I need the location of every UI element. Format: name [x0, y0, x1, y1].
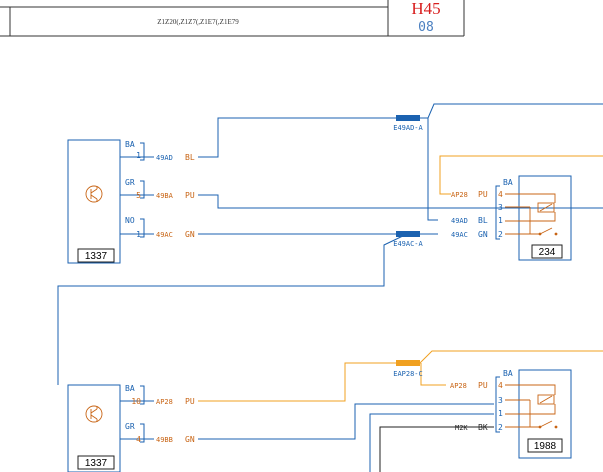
relay-top-connector-color: BA — [503, 178, 513, 187]
wire-49ad — [198, 117, 438, 221]
relay-top-pin4-wire: PU — [478, 190, 488, 199]
module-top-pin1-color: BA — [125, 140, 135, 149]
wire-ap28-top — [439, 155, 603, 195]
relay-bottom-1988: 1988 BA AP28 PU 4 3 1 M2K BK 2 — [450, 369, 572, 459]
relay-bottom-pin2-num: 2 — [498, 423, 503, 432]
splice-e49ad-marker — [396, 115, 420, 121]
affected-codes-list: Z1Z20(,Z1Z7(,Z1E7(,Z1E79 — [157, 18, 239, 26]
splice-e49ac-label: E49AC-A — [393, 240, 423, 248]
wire-49ba — [198, 194, 603, 209]
module-top-pin2-circuit: 49BA — [156, 192, 174, 200]
relay-bottom-pin2-wire: BK — [478, 423, 488, 432]
relay-coil-icon — [537, 394, 555, 405]
transistor-icon — [85, 185, 103, 203]
relay-top-pin2-num: 2 — [498, 230, 503, 239]
diagram-subcode: 08 — [418, 20, 434, 35]
module-top-pin1-num: 1 — [136, 151, 141, 160]
module-top-id: 1337 — [85, 251, 108, 262]
relay-top-pin1-wire: BL — [478, 216, 488, 225]
splice-e49ad-label: E49AD-A — [393, 124, 423, 132]
module-bottom-pin1-num: 10 — [131, 397, 141, 406]
module-top-pin3-wire: GN — [185, 230, 195, 239]
wire-e49ad-branch — [427, 103, 603, 119]
wire-relay-bottom-pin1 — [369, 413, 494, 472]
splice-eap28-label: EAP28-C — [393, 370, 423, 378]
relay-coil-icon — [537, 202, 555, 213]
module-top-pin3-num: 1 — [136, 230, 141, 239]
relay-top-pin4-num: 4 — [498, 190, 503, 199]
module-bottom-pin2-color: GR — [125, 422, 135, 431]
transistor-icon — [85, 405, 103, 423]
relay-bottom-pin3-num: 3 — [498, 396, 503, 405]
module-bottom-pin2-wire: GN — [185, 435, 195, 444]
relay-top-pin2-wire: GN — [478, 230, 488, 239]
module-top-pin2-color: GR — [125, 178, 135, 187]
module-top-pin2-wire: PU — [185, 191, 195, 200]
module-bottom-1337: 1337 BA 10 AP28 PU GR 4 49BB GN — [67, 384, 195, 472]
relay-bottom-pin4-circuit: AP28 — [450, 382, 467, 390]
relay-bottom-pin4-num: 4 — [498, 381, 503, 390]
relay-top-234: 234 BA AP28 PU 4 3 49AD BL 1 49AC GN 2 — [451, 175, 572, 261]
relay-switch-icon — [539, 420, 553, 428]
wire-49bb — [198, 403, 494, 440]
module-top-pin1-wire: BL — [185, 153, 195, 162]
relay-top-pin2-circuit: 49AC — [451, 231, 468, 239]
wires — [57, 103, 603, 472]
wire-e49ac-branch — [57, 233, 408, 385]
relay-bottom-pin1-num: 1 — [498, 409, 503, 418]
splices: E49AD-A E49AC-A EAP28-C — [393, 115, 424, 378]
relay-switch-icon — [539, 227, 553, 235]
wire-eap28-to-relay — [420, 363, 446, 386]
module-bottom-pin1-color: BA — [125, 384, 135, 393]
relay-top-pin1-num: 1 — [498, 216, 503, 225]
relay-top-pin4-circuit: AP28 — [451, 191, 468, 199]
module-bottom-pin2-circuit: 49BB — [156, 436, 173, 444]
title-block: Z1Z20(,Z1Z7(,Z1E7(,Z1E79 H45 08 — [0, 0, 465, 37]
wire-m2k — [379, 426, 494, 472]
relay-bottom-pin2-circuit: M2K — [455, 424, 468, 432]
splice-eap28-marker — [396, 360, 420, 366]
relay-bottom-id: 1988 — [534, 441, 557, 452]
relay-top-pin1-circuit: 49AD — [451, 217, 468, 225]
module-bottom-pin1-circuit: AP28 — [156, 398, 173, 406]
module-top-pin3-circuit: 49AC — [156, 231, 173, 239]
diagram-code: H45 — [411, 0, 440, 18]
relay-bottom-connector-color: BA — [503, 369, 513, 378]
module-bottom-pin1-wire: PU — [185, 397, 195, 406]
module-top-1337: 1337 BA 1 49AD BL GR 5 49BA PU NO 1 49AC… — [67, 139, 195, 264]
relay-bottom-pin4-wire: PU — [478, 381, 488, 390]
wire-ap28-bottom-module — [198, 350, 603, 402]
module-bottom-pin2-num: 4 — [136, 435, 141, 444]
module-top-pin2-num: 5 — [136, 191, 141, 200]
module-top-pin1-circuit: 49AD — [156, 154, 173, 162]
module-bottom-id: 1337 — [85, 458, 108, 469]
relay-top-id: 234 — [539, 247, 556, 258]
relay-top-pin3-num: 3 — [498, 203, 503, 212]
module-top-pin3-color: NO — [125, 216, 135, 225]
splice-e49ac-marker — [396, 231, 420, 237]
